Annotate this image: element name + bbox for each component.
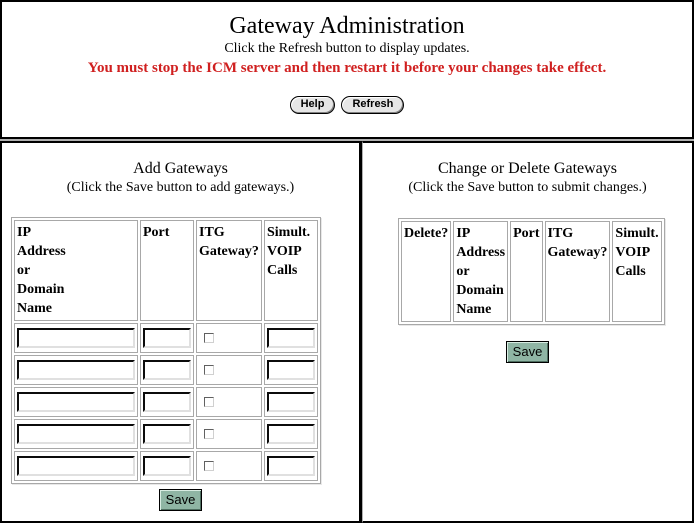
itg-checkbox[interactable] bbox=[204, 461, 214, 472]
column-header-calls: Simult. VOIP Calls bbox=[264, 220, 318, 321]
itg-checkbox[interactable] bbox=[204, 397, 214, 408]
header-buttons: Help Refresh bbox=[2, 96, 692, 115]
refresh-button[interactable]: Refresh bbox=[341, 96, 405, 115]
refresh-hint: Click the Refresh button to display upda… bbox=[224, 41, 470, 56]
column-header-itg: ITG Gateway? bbox=[544, 221, 611, 322]
column-header-port: Port bbox=[140, 220, 194, 321]
change-gateways-instructions: (Click the Save button to submit changes… bbox=[408, 180, 647, 195]
change-gateways-pane: Change or Delete Gateways (Click the Sav… bbox=[362, 141, 694, 523]
itg-checkbox[interactable] bbox=[204, 333, 214, 344]
port-input[interactable] bbox=[143, 456, 191, 476]
address-input[interactable] bbox=[17, 392, 135, 412]
itg-checkbox[interactable] bbox=[204, 365, 214, 376]
restart-warning: You must stop the ICM server and then re… bbox=[87, 60, 607, 76]
table-row bbox=[14, 451, 318, 481]
port-input[interactable] bbox=[143, 424, 191, 444]
change-gateways-title: Change or Delete Gateways bbox=[437, 160, 618, 177]
table-row bbox=[14, 387, 318, 417]
calls-input[interactable] bbox=[267, 328, 315, 348]
itg-checkbox[interactable] bbox=[204, 429, 214, 440]
table-header-row: IP Address or Domain Name Port ITG Gatew… bbox=[14, 220, 318, 321]
column-header-address: IP Address or Domain Name bbox=[14, 220, 138, 321]
address-input[interactable] bbox=[17, 424, 135, 444]
add-save-row: Save bbox=[2, 489, 359, 511]
calls-input[interactable] bbox=[267, 392, 315, 412]
help-button[interactable]: Help bbox=[289, 96, 336, 115]
port-input[interactable] bbox=[143, 328, 191, 348]
frame-divider bbox=[0, 139, 694, 141]
add-gateways-pane: Add Gateways (Click the Save button to a… bbox=[0, 141, 362, 523]
address-input[interactable] bbox=[17, 360, 135, 380]
column-header-port: Port bbox=[510, 221, 543, 322]
add-gateways-instructions: (Click the Save button to add gateways.) bbox=[66, 180, 295, 195]
change-gateways-save-button[interactable]: Save bbox=[505, 341, 550, 363]
add-gateways-save-button[interactable]: Save bbox=[158, 489, 203, 511]
column-header-delete: Delete? bbox=[401, 221, 452, 322]
port-input[interactable] bbox=[143, 360, 191, 380]
column-header-itg: ITG Gateway? bbox=[196, 220, 262, 321]
page-title: Gateway Administration bbox=[229, 13, 465, 39]
table-row bbox=[14, 323, 318, 353]
add-gateways-title: Add Gateways bbox=[133, 160, 228, 177]
table-row bbox=[14, 419, 318, 449]
header-pane: Gateway Administration Click the Refresh… bbox=[0, 0, 694, 139]
calls-input[interactable] bbox=[267, 360, 315, 380]
add-gateways-table: IP Address or Domain Name Port ITG Gatew… bbox=[11, 217, 321, 484]
table-row bbox=[14, 355, 318, 385]
change-gateways-table: Delete? IP Address or Domain Name Port I… bbox=[398, 218, 665, 325]
address-input[interactable] bbox=[17, 328, 135, 348]
address-input[interactable] bbox=[17, 456, 135, 476]
column-header-calls: Simult. VOIP Calls bbox=[612, 221, 662, 322]
change-save-row: Save bbox=[363, 341, 692, 363]
port-input[interactable] bbox=[143, 392, 191, 412]
calls-input[interactable] bbox=[267, 456, 315, 476]
column-header-address: IP Address or Domain Name bbox=[453, 221, 509, 322]
calls-input[interactable] bbox=[267, 424, 315, 444]
table-header-row: Delete? IP Address or Domain Name Port I… bbox=[401, 221, 662, 322]
